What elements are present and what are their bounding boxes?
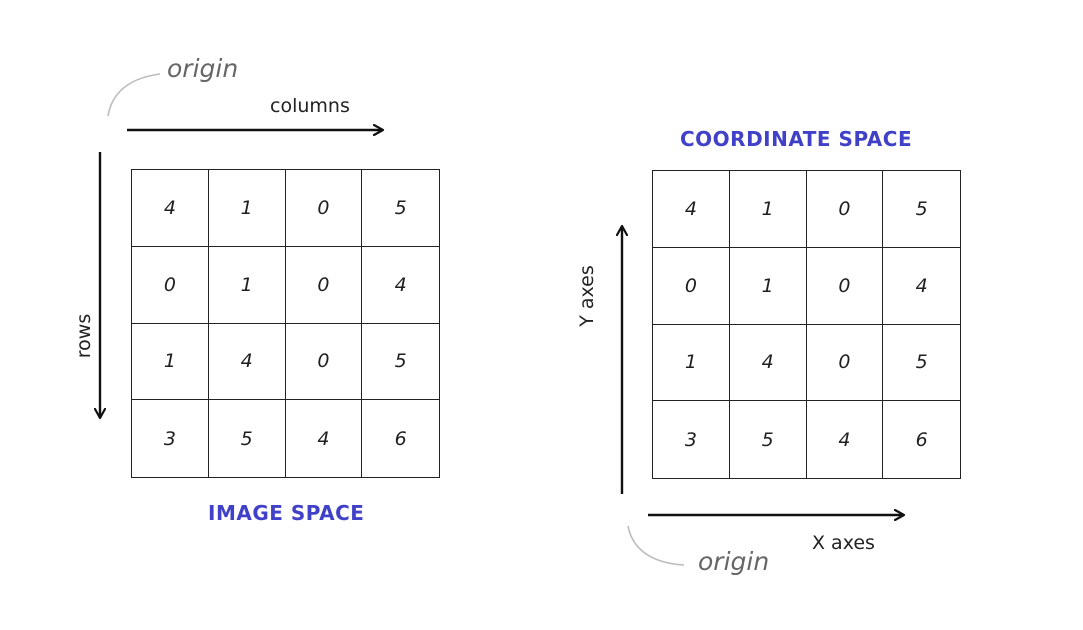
grid-cell: 5 bbox=[362, 324, 439, 401]
columns-label: columns bbox=[270, 95, 350, 117]
coordinate-space-title: COORDINATE SPACE bbox=[680, 127, 913, 151]
grid-cell: 1 bbox=[653, 324, 730, 402]
coordinate-space-grid: 4 1 0 5 0 1 0 4 1 4 0 5 3 5 4 6 bbox=[652, 170, 961, 479]
grid-cell: 0 bbox=[132, 246, 209, 324]
grid-cell: 4 bbox=[883, 248, 960, 325]
grid-cell: 5 bbox=[362, 170, 439, 247]
grid-cell: 1 bbox=[208, 246, 286, 324]
grid-cell: 6 bbox=[915, 428, 928, 451]
image-origin-pointer bbox=[107, 73, 161, 117]
grid-cell: 4 bbox=[132, 170, 209, 247]
grid-cell: 4 bbox=[208, 323, 286, 401]
grid-cell: 4 bbox=[807, 401, 884, 478]
grid-cell: 5 bbox=[209, 400, 286, 477]
coord-origin-label: origin bbox=[698, 547, 770, 576]
grid-cell: 5 bbox=[883, 325, 960, 402]
image-space-grid: 4 1 0 5 0 1 0 4 1 4 0 5 3 5 4 6 bbox=[131, 169, 440, 478]
grid-cell: 4 bbox=[362, 247, 439, 324]
x-axis-label: X axes bbox=[812, 532, 875, 554]
grid-cell: 0 bbox=[653, 247, 730, 325]
grid-cell: 0 bbox=[285, 170, 363, 247]
grid-cell: 1 bbox=[729, 247, 807, 325]
grid-cell: 0 bbox=[806, 247, 884, 325]
grid-cell: 6 bbox=[394, 427, 407, 450]
grid-cell: 1 bbox=[208, 170, 286, 247]
y-axis-label: Y axes bbox=[575, 265, 598, 327]
grid-cell: 1 bbox=[729, 171, 807, 248]
grid-cell: 5 bbox=[883, 171, 960, 248]
grid-cell: 0 bbox=[806, 171, 884, 248]
grid-cell: 3 bbox=[653, 401, 730, 478]
rows-label: rows bbox=[73, 313, 96, 359]
grid-cell: 0 bbox=[806, 324, 884, 402]
grid-cell: 4 bbox=[286, 400, 363, 477]
grid-cell: 1 bbox=[132, 323, 209, 401]
grid-cell: 3 bbox=[132, 400, 209, 477]
image-origin-label: origin bbox=[167, 54, 239, 83]
grid-cell: 5 bbox=[730, 401, 807, 478]
coord-origin-pointer bbox=[627, 525, 685, 566]
grid-cell: 0 bbox=[285, 246, 363, 324]
grid-cell: 0 bbox=[285, 323, 363, 401]
grid-cell: 4 bbox=[653, 171, 730, 248]
grid-cell: 4 bbox=[729, 324, 807, 402]
image-space-title: IMAGE SPACE bbox=[208, 501, 365, 525]
